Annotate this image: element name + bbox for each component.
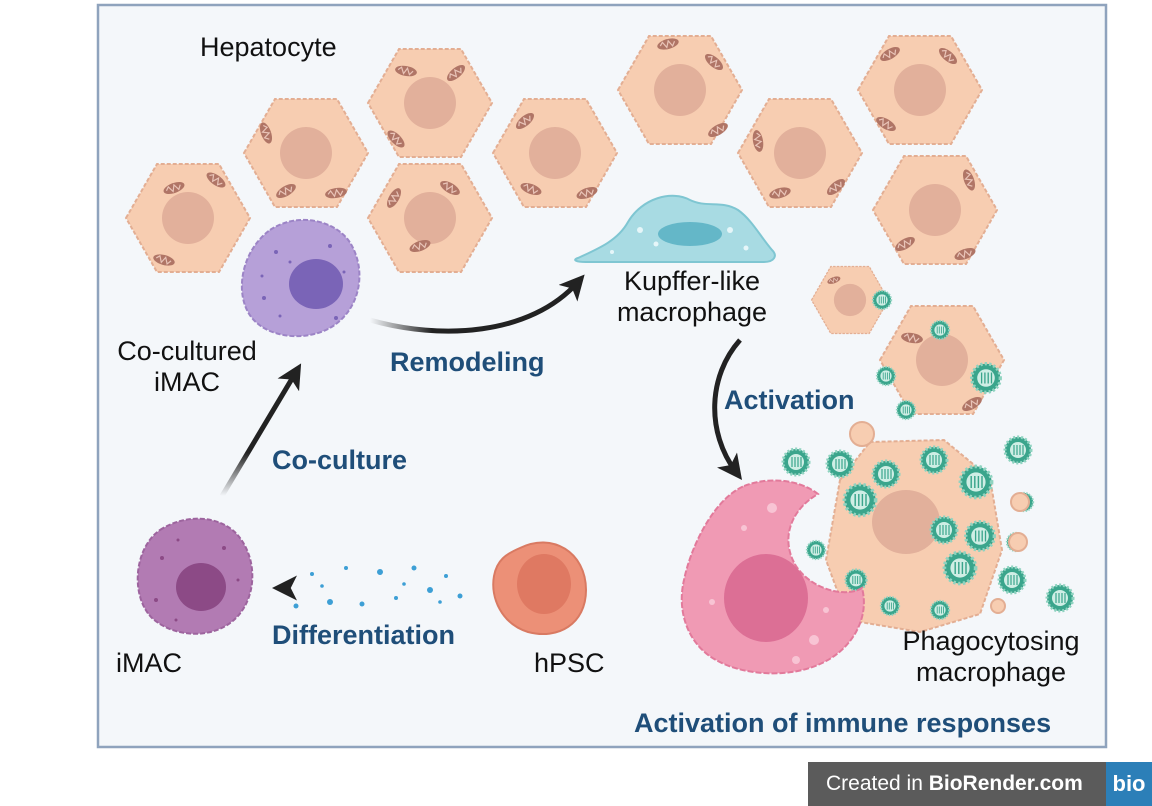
imac-cell [136,517,254,635]
virus-icon [929,319,951,341]
biorender-credit: Created in BioRender.com [826,771,1083,797]
hepatocyte-cell [492,98,618,208]
remodeling-step-label: Remodeling [390,347,545,377]
hepatocyte-cell [243,98,369,208]
coculture-arrow [219,363,302,498]
virus-icon [942,550,978,586]
kupffer-label-line2: macrophage [616,297,768,327]
virus-icon [825,449,855,479]
virus-icon [997,565,1027,595]
differentiation-particles [293,565,463,609]
virus-particles [781,289,1075,621]
virus-icon [964,520,996,552]
activation-step-label: Activation [724,385,855,415]
hpsc-cell [492,541,588,635]
credit-brand: BioRender.com [928,772,1083,795]
kupffer-label-line1: Kupffer-like [623,266,761,296]
imac-label: iMAC [116,648,182,678]
virus-icon [919,445,949,475]
immune-responses-title: Activation of immune responses [634,708,1052,738]
credit-prefix: Created in [826,772,929,795]
virus-icon [929,599,951,621]
kupffer-like-macrophage-cell [574,194,776,263]
cocultured-imac-label: Co-cultured iMAC [106,336,268,398]
hepatocyte-cell [857,35,983,145]
phagocytosing-label-line2: macrophage [915,657,1067,687]
hepatocyte-cell [367,163,493,273]
activation-arrow [712,338,742,481]
cocultured-imac-label-line2: iMAC [154,367,220,397]
virus-icon [895,399,917,421]
remodeling-arrow [369,274,585,334]
virus-icon [871,289,893,311]
virus-icon [871,459,901,489]
virus-icon [875,365,897,387]
virus-icon [970,362,1002,394]
biorender-logo-icon: bio [1106,762,1152,806]
hepatocyte-cell [367,48,493,158]
virus-icon [1003,435,1033,465]
phagocytosing-macrophage-cell [680,479,865,675]
virus-icon [929,515,959,545]
phagocytosing-macrophage-label: Phagocytosing macrophage [878,626,1104,688]
differentiation-step-label: Differentiation [272,620,456,650]
hepatocyte-cell [737,98,863,208]
biorender-watermark[interactable]: Created in BioRender.com bio [808,762,1152,806]
kupffer-like-macrophage-label: Kupffer-like macrophage [594,266,790,328]
virus-icon [879,595,901,617]
phagocytosing-label-line1: Phagocytosing [902,626,1080,656]
cocultured-imac-label-line1: Co-cultured [117,336,257,366]
virus-icon [1045,583,1075,613]
hepatocyte-label: Hepatocyte [200,32,337,62]
virus-icon [842,482,878,518]
hepatocyte-cell [872,155,998,265]
virus-icon [805,539,827,561]
hepatocyte-cell [810,265,890,335]
coculture-step-label: Co-culture [272,445,407,475]
virus-icon [958,464,994,500]
hpsc-label: hPSC [534,648,605,678]
hepatocyte-cell [617,35,743,145]
virus-icon [781,447,811,477]
cocultured-imac-cell [240,218,361,338]
hepatocyte-cell [125,163,251,273]
hepatocyte-cell [879,305,1005,415]
virus-icon [844,568,868,592]
